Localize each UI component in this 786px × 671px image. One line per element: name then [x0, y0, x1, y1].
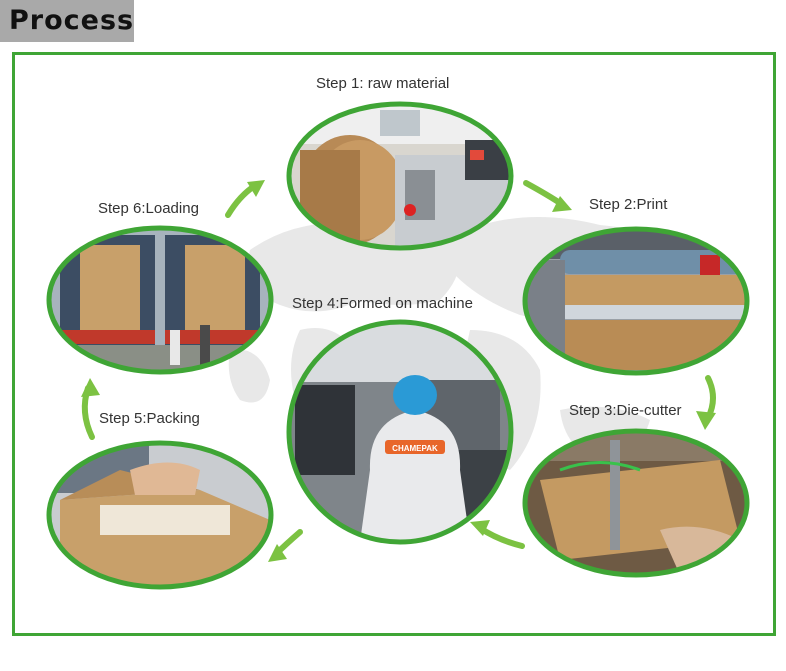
step-3-photo: [522, 428, 750, 578]
step-6-photo: [46, 225, 274, 375]
arrow-icon: [470, 520, 490, 536]
brand-badge: CHAMEPAK: [392, 444, 438, 453]
step-4-photo: CHAMEPAK: [286, 319, 514, 545]
process-frame: [12, 52, 776, 636]
step-6-label: Step 6:Loading: [98, 200, 199, 217]
step-2-label: Step 2:Print: [589, 196, 668, 213]
arrow-3-4: [477, 525, 525, 549]
step-1-photo: [286, 101, 514, 251]
step-5-label: Step 5:Packing: [99, 410, 200, 427]
step-2-photo: [522, 226, 750, 376]
header-title: Process: [0, 0, 134, 42]
arrow-icon: [552, 196, 572, 212]
arrow-icon: [696, 411, 716, 430]
arrow-icon: [81, 378, 100, 397]
step-1-label: Step 1: raw material: [316, 75, 450, 92]
arrow-icon: [268, 544, 287, 562]
arrow-icon: [247, 180, 265, 197]
step-4-label: Step 4:Formed on machine: [292, 295, 473, 312]
step-3-label: Step 3:Die-cutter: [569, 402, 682, 419]
step-5-photo: [46, 440, 274, 590]
arrow-2-3: [705, 375, 716, 421]
